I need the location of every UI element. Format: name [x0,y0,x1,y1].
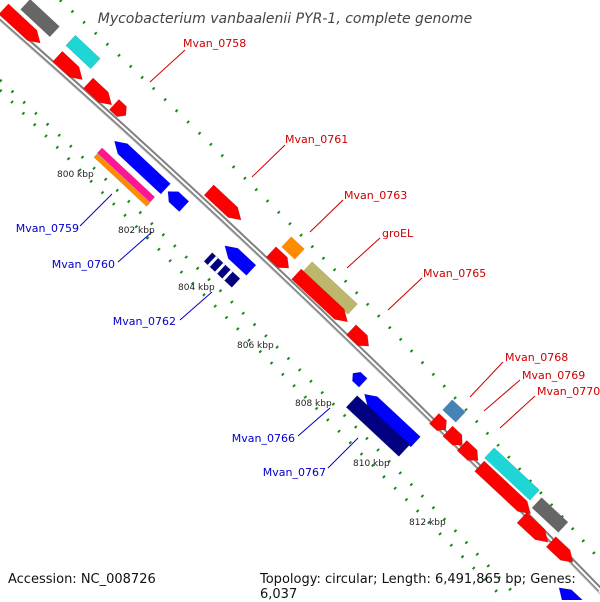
gene-red-top-1 [0,3,41,44]
tick-808: 808 kbp [295,399,332,409]
label-Mvan_0761: Mvan_0761 [285,133,348,146]
gene-Mvan_0765 [291,268,349,323]
gene-Mvan_0759-orange [93,153,151,207]
gene-grey-low [531,497,569,533]
gene-red-low-1 [428,413,447,432]
label-Mvan_0768: Mvan_0768 [505,351,568,364]
gene-red-low-4 [474,460,532,515]
label-Mvan_0762: Mvan_0762 [113,315,176,328]
label-Mvan_0767: Mvan_0767 [263,466,326,479]
connector-Mvan_0769 [483,379,521,412]
gene-Mvan_0762-stripe-2 [214,262,226,274]
label-Mvan_0759: Mvan_0759 [16,222,79,235]
gene-red-mid-1 [266,246,290,269]
connector-Mvan_0759 [79,193,113,227]
connector-groEL [346,237,381,269]
tick-812: 812 kbp [409,518,446,528]
kbp-tick-labels: 800 kbp 802 kbp 804 kbp 806 kbp 808 kbp … [57,170,446,528]
gene-red-top-4 [108,99,127,118]
label-Mvan_0765: Mvan_0765 [423,267,486,280]
gene-red-low-2 [442,425,463,446]
label-Mvan_0769: Mvan_0769 [522,369,585,382]
gene-red-mid-2 [346,324,370,347]
gene-Mvan_0759-magenta [96,147,156,203]
backbone [0,13,600,595]
map-title: Mycobacterium vanbaalenii PYR-1, complet… [98,11,473,27]
tick-810: 810 kbp [353,459,390,469]
forward-labels: Mvan_0758 Mvan_0761 Mvan_0763 groEL Mvan… [183,37,600,398]
footer-accession: Accession: NC_008726 [8,572,156,587]
tick-800: 800 kbp [57,170,94,180]
gene-Mvan_0762-stripe-1 [207,256,219,267]
gene-features [0,0,587,600]
gene-blue-tiny [352,371,368,388]
gene-Mvan_0761 [203,184,242,221]
gene-red-top-3 [83,77,113,106]
gene-red-low-6 [545,536,574,563]
label-connectors [79,49,536,469]
connector-Mvan_0763 [309,199,344,233]
gene-red-low-3 [456,439,479,461]
connector-Mvan_0770 [499,395,536,429]
connector-Mvan_0758 [149,49,186,83]
connector-Mvan_0761 [251,144,286,178]
connector-Mvan_0760 [117,231,153,263]
connector-Mvan_0762 [179,291,213,321]
gene-red-top-2 [52,50,83,80]
reverse-labels: Mvan_0759 Mvan_0760 Mvan_0762 Mvan_0766 … [16,222,326,479]
gene-Mvan_0762-stripe-3 [222,269,233,281]
connector-Mvan_0768 [469,361,504,398]
gene-blue-bottom [558,587,587,600]
tick-802: 802 kbp [118,226,155,236]
gene-cyan-low [484,447,540,501]
connector-Mvan_0767 [327,437,359,469]
connector-Mvan_0766 [297,407,331,437]
footer-summary: Topology: circular; Length: 6,491,865 bp… [260,572,576,602]
gene-Mvan_0762 [224,245,257,276]
gene-blue-small [167,191,190,213]
label-Mvan_0770: Mvan_0770 [537,385,600,398]
tick-806: 806 kbp [237,341,274,351]
backbone-shadow [0,20,600,595]
label-Mvan_0760: Mvan_0760 [52,258,115,271]
gene-Mvan_0760 [113,140,171,195]
gene-Mvan_0763 [281,236,305,260]
label-Mvan_0763: Mvan_0763 [344,189,407,202]
label-Mvan_0758: Mvan_0758 [183,37,246,50]
gene-grey-top [20,0,60,38]
gene-groEL [302,261,358,315]
gene-cyan-top [65,34,101,70]
gene-red-low-5 [516,512,549,543]
gene-Mvan_0768 [442,399,466,423]
label-Mvan_0766: Mvan_0766 [232,432,295,445]
tick-804: 804 kbp [178,283,215,293]
gene-Mvan_0767 [345,395,411,457]
label-groEL: groEL [382,227,414,240]
connector-Mvan_0765 [387,277,423,311]
